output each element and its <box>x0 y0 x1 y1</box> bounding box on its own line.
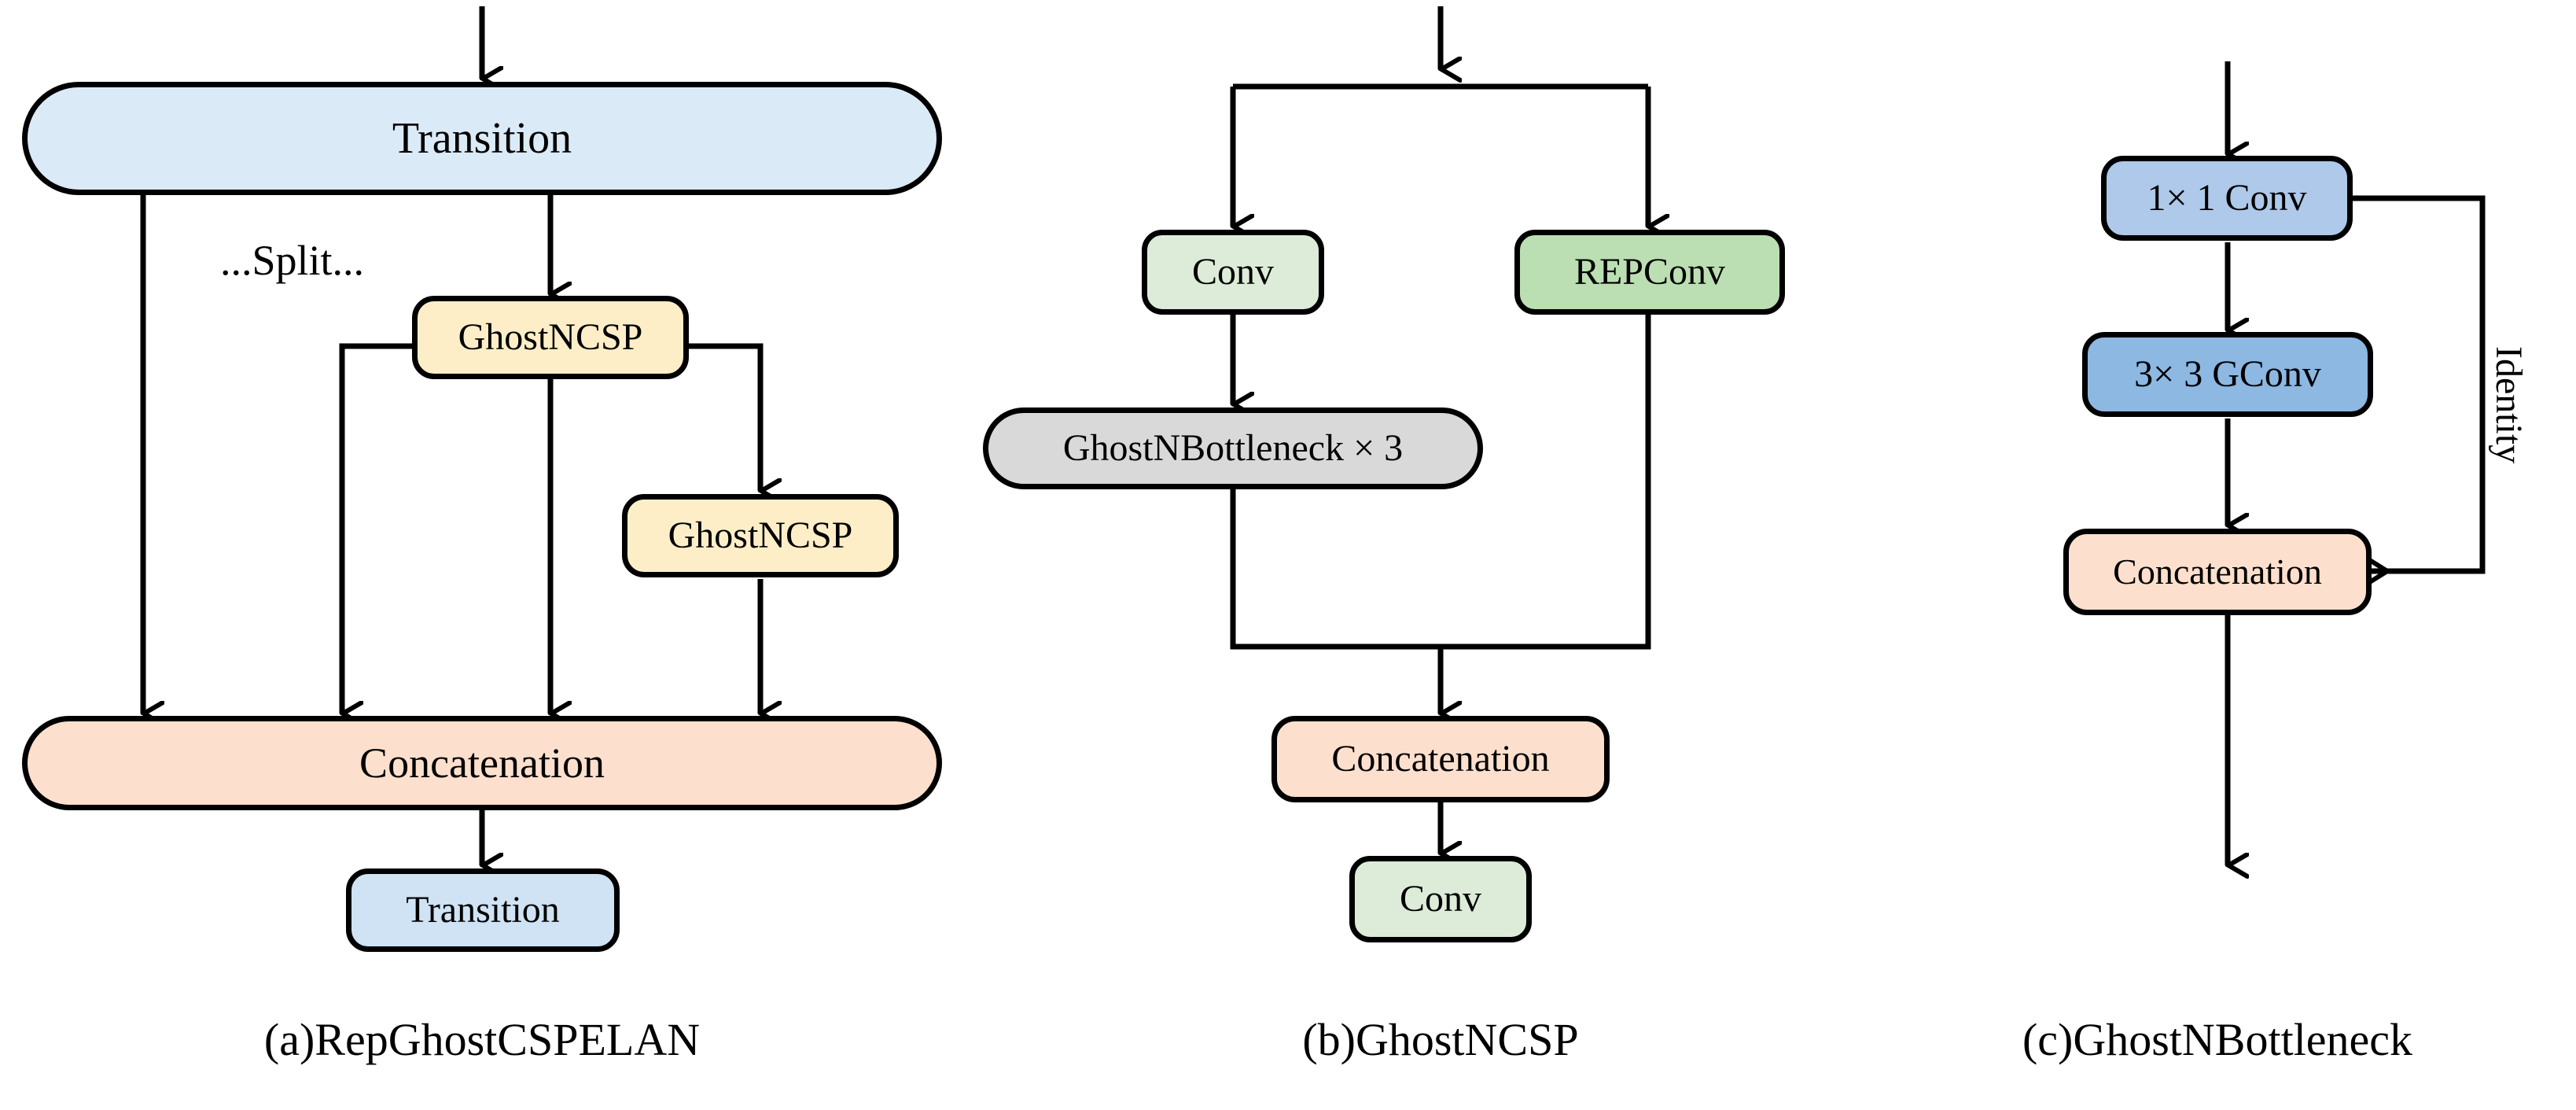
edge-a-ghostncsp1-to-ghostncsp2 <box>689 343 760 491</box>
identity-label: Identity <box>2488 346 2530 464</box>
node-label: REPConv <box>1573 251 1726 293</box>
node-label: Concatenation <box>359 739 605 787</box>
caption-panel-b: (b)GhostNCSP <box>1302 1014 1579 1065</box>
caption-panel-c: (c)GhostNBottleneck <box>2022 1014 2413 1065</box>
node-a-ghostncsp-first[interactable]: GhostNCSP <box>412 296 689 379</box>
node-label: Transition <box>406 889 560 931</box>
node-c-conv-1x1[interactable]: 1× 1 Conv <box>2101 156 2353 241</box>
node-b-repconv[interactable]: REPConv <box>1514 230 1785 315</box>
node-b-conv-bottom[interactable]: Conv <box>1349 856 1532 942</box>
node-label: 3× 3 GConv <box>2134 353 2321 395</box>
node-a-transition-top[interactable]: Transition <box>22 82 942 195</box>
edge-a-ghostncsp1-left-to-concat <box>339 343 412 714</box>
edge-b-repconv-to-merge <box>1441 315 1651 650</box>
node-b-conv-left[interactable]: Conv <box>1142 230 1324 315</box>
edge-b-bottleneck-to-merge <box>1230 489 1441 650</box>
node-label: Concatenation <box>2113 551 2322 592</box>
node-label: 1× 1 Conv <box>2147 177 2307 219</box>
node-a-concatenation[interactable]: Concatenation <box>22 716 942 810</box>
node-label: Conv <box>1191 251 1274 293</box>
split-label: ...Split... <box>220 237 365 284</box>
caption-panel-a: (a)RepGhostCSPELAN <box>263 1014 701 1065</box>
node-label: Transition <box>392 114 572 163</box>
node-a-transition-bottom[interactable]: Transition <box>346 868 620 952</box>
node-label: GhostNBottleneck × 3 <box>1062 427 1404 469</box>
node-c-concatenation[interactable]: Concatenation <box>2063 529 2372 615</box>
node-b-ghostnbottleneck[interactable]: GhostNBottleneck × 3 <box>983 407 1483 489</box>
node-label: Concatenation <box>1331 738 1550 780</box>
node-label: GhostNCSP <box>458 316 643 358</box>
node-label: Conv <box>1399 878 1481 920</box>
node-c-gconv-3x3[interactable]: 3× 3 GConv <box>2082 332 2373 417</box>
node-label: GhostNCSP <box>668 514 853 556</box>
node-b-concatenation[interactable]: Concatenation <box>1271 716 1610 802</box>
node-a-ghostncsp-second[interactable]: GhostNCSP <box>622 494 899 577</box>
